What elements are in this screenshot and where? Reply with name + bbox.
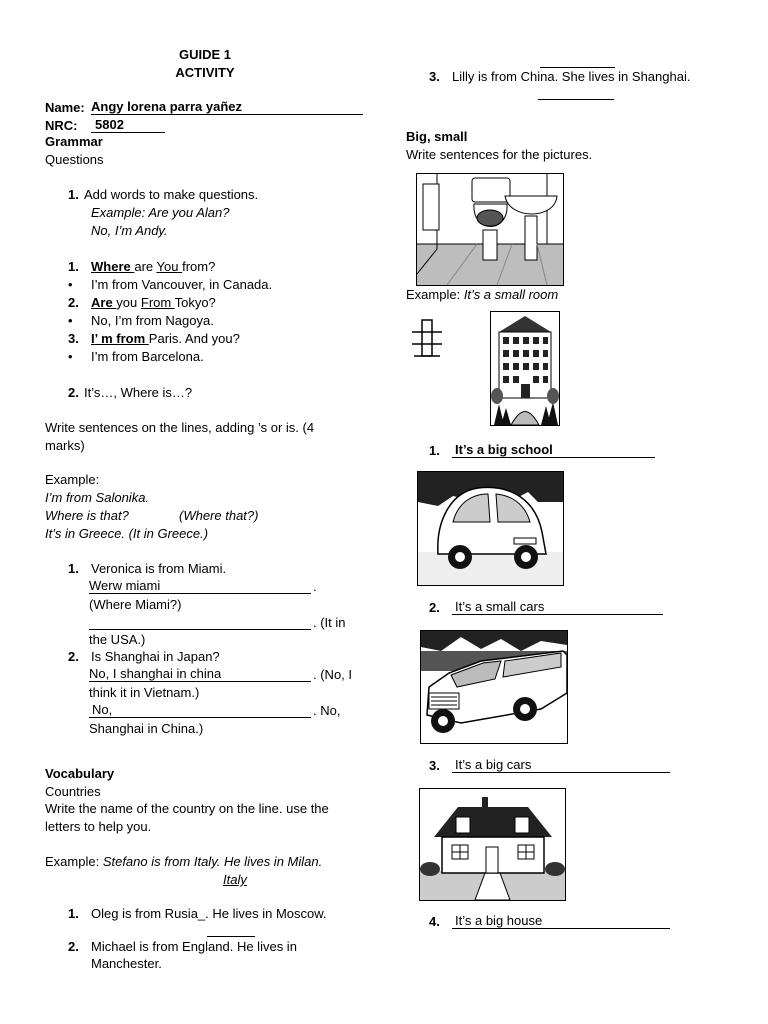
hint-text: the USA.)	[89, 632, 146, 647]
example-line-2: Where is that?	[45, 508, 129, 523]
hint-text: . (It in	[313, 615, 346, 630]
grammar-heading: Grammar	[45, 134, 103, 149]
question-text: Is Shanghai in Japan?	[91, 649, 220, 664]
vocabulary-example: Example: Stefano is from Italy. He lives…	[45, 854, 323, 869]
item-number: 3.	[429, 69, 440, 84]
house-image	[419, 788, 566, 901]
list-item: I’m from Vancouver, in Canada.	[91, 277, 273, 292]
name-field[interactable]: Angy lorena parra yañez	[91, 99, 363, 115]
question-2-line: Are you From Tokyo?	[91, 295, 216, 310]
item-number: 1.	[429, 443, 440, 458]
item-number: 1.	[68, 561, 79, 576]
vocabulary-example-answer: Italy	[223, 872, 247, 887]
name-label: Name:	[45, 100, 85, 115]
answer-field[interactable]: It’s a big house	[452, 913, 670, 929]
answer-word[interactable]: I’ m from	[91, 331, 149, 346]
item-number: 1.	[68, 906, 79, 921]
country-sentence: Oleg is from Rusia_. He lives in Moscow.	[91, 906, 327, 921]
answer-word[interactable]: Where	[91, 259, 135, 274]
task1-instruction: Add words to make questions.	[84, 187, 259, 202]
answer-field[interactable]: No, I shanghai in china	[89, 666, 311, 682]
answer-field[interactable]: Werw miami	[89, 578, 311, 594]
item-number: 2.	[68, 649, 79, 664]
write-instruction-line2: marks)	[45, 438, 85, 453]
list-item: No, I’m from Nagoya.	[91, 313, 214, 328]
answer-field[interactable]: It’s a big school	[452, 442, 655, 458]
example-hint: (Where that?)	[179, 508, 259, 523]
item-number: 4.	[429, 914, 440, 929]
vocabulary-heading: Vocabulary	[45, 766, 115, 781]
big-small-heading: Big, small	[406, 129, 468, 144]
task2-number: 2.	[68, 385, 79, 400]
hint-text: think it in Vietnam.)	[89, 685, 200, 700]
item-number: 2.	[68, 295, 79, 310]
bullet: •	[68, 277, 73, 292]
answer-line[interactable]	[207, 936, 255, 937]
nrc-label: NRC:	[45, 118, 78, 133]
answer-word[interactable]: You	[156, 259, 183, 274]
item-number: 3.	[68, 331, 79, 346]
task1-example-answer: No, I’m Andy.	[91, 223, 168, 238]
big-small-instruction: Write sentences for the pictures.	[406, 147, 593, 162]
bathroom-image	[416, 173, 564, 286]
question-text: Veronica is from Miami.	[91, 561, 227, 576]
answer-line[interactable]	[538, 99, 614, 100]
limousine-image	[420, 630, 568, 744]
page-subtitle: ACTIVITY	[175, 65, 235, 80]
bullet: •	[68, 349, 73, 364]
vocabulary-instruction-1: Write the name of the country on the lin…	[45, 801, 329, 816]
school-image	[490, 311, 560, 426]
example-line-1: I’m from Salonika.	[45, 490, 150, 505]
big-small-example: Example: It’s a small room	[406, 287, 559, 302]
small-car-image	[417, 471, 564, 586]
country-sentence: Michael is from England. He lives in	[91, 939, 297, 954]
answer-field[interactable]	[89, 614, 311, 630]
hint-text: Shanghai in China.)	[89, 721, 204, 736]
example-line-3: It’s in Greece. (It in Greece.)	[45, 526, 209, 541]
item-number: 3.	[429, 758, 440, 773]
write-instruction-line1: Write sentences on the lines, adding ’s …	[45, 420, 315, 435]
task1-example-question: Example: Are you Alan?	[91, 205, 230, 220]
grammar-subheading: Questions	[45, 152, 104, 167]
hint-text: . No,	[313, 703, 341, 718]
nrc-field[interactable]: 5802	[91, 117, 165, 133]
item-number: 2.	[429, 600, 440, 615]
answer-field[interactable]: No,	[89, 702, 311, 718]
list-item: I’m from Barcelona.	[91, 349, 204, 364]
list-item: 1.	[68, 259, 79, 274]
task1-number: 1.	[68, 187, 79, 202]
question-3-line: I’ m from Paris. And you?	[91, 331, 240, 346]
answer-word[interactable]: Are	[91, 295, 117, 310]
question-1-line: Where are You from?	[91, 259, 216, 274]
answer-field[interactable]: It’s a big cars	[452, 757, 670, 773]
page-title: GUIDE 1	[178, 47, 231, 62]
task2-instruction: It’s…, Where is…?	[84, 385, 193, 400]
answer-field[interactable]: It’s a small cars	[452, 599, 663, 615]
answer-line[interactable]	[540, 67, 615, 68]
vocabulary-subheading: Countries	[45, 784, 101, 799]
small-building-icon	[410, 318, 444, 358]
item-number: 2.	[68, 939, 79, 954]
example-label: Example:	[45, 472, 100, 487]
vocabulary-instruction-2: letters to help you.	[45, 819, 152, 834]
hint-text: . (No, I	[313, 667, 353, 682]
country-sentence: Lilly is from China. She lives in Shangh…	[452, 69, 691, 84]
hint-text: (Where Miami?)	[89, 597, 182, 612]
bullet: •	[68, 313, 73, 328]
answer-word[interactable]: From	[140, 295, 175, 310]
country-sentence-cont: Manchester.	[91, 956, 162, 971]
punctuation: .	[313, 579, 317, 594]
